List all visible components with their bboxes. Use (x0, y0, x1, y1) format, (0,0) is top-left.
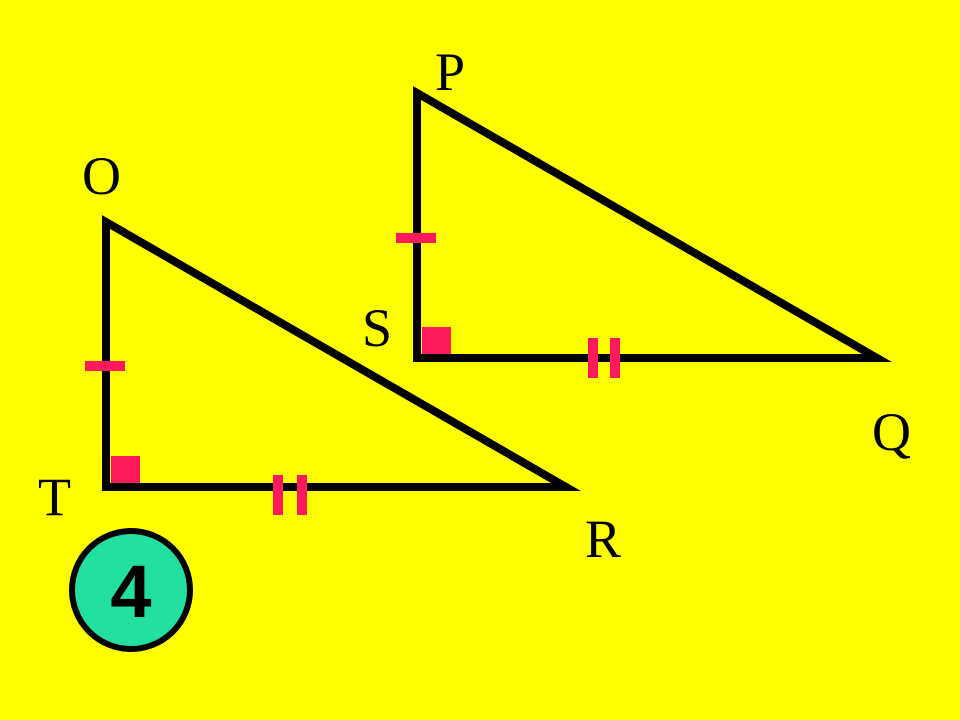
number-badge-circle (69, 528, 193, 652)
vertex-label-s: S (362, 298, 392, 358)
double-tick-mark-sq-1 (588, 338, 598, 378)
double-tick-mark-sq-2 (610, 338, 620, 378)
double-tick-mark-tr-2 (297, 475, 307, 515)
right-angle-mark-s (422, 327, 451, 354)
triangle-ort-outline (102, 215, 581, 491)
vertex-label-q: Q (872, 402, 911, 462)
triangle-pqs: P S Q (362, 42, 911, 462)
vertex-label-t: T (38, 467, 71, 527)
triangle-ort: O T R (38, 146, 621, 569)
number-badge: 4 (69, 528, 193, 652)
vertex-label-o: O (82, 146, 121, 206)
vertex-label-p: P (435, 42, 465, 102)
right-angle-mark-t (111, 456, 140, 483)
double-tick-mark-tr-1 (273, 475, 283, 515)
tick-mark-ot (85, 361, 125, 371)
vertex-label-r: R (585, 509, 621, 569)
tick-mark-ps (396, 233, 436, 243)
number-badge-text: 4 (110, 550, 151, 633)
triangle-pqs-outline (413, 86, 892, 362)
